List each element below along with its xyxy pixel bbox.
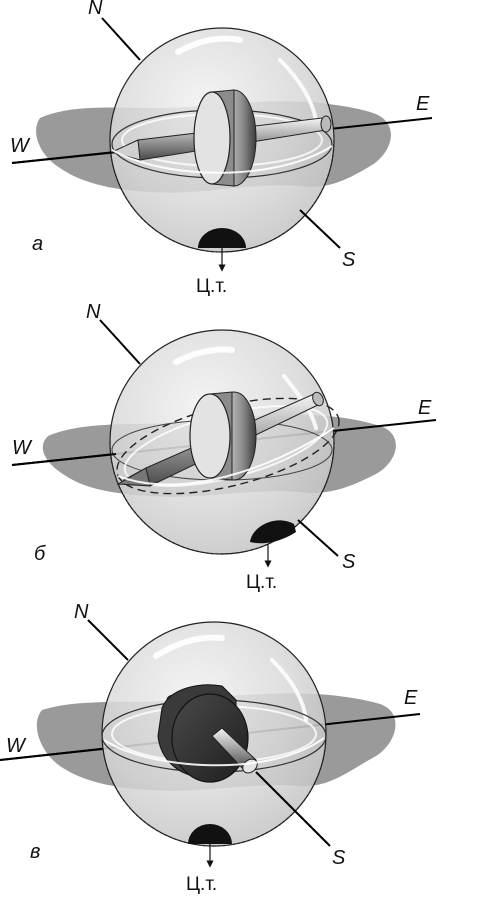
south-line [299, 209, 341, 249]
cg-label: Ц.т. [246, 572, 277, 593]
center-of-gravity-weight [250, 520, 296, 544]
ring-front [103, 737, 325, 767]
panel-letter-v: в [30, 841, 40, 863]
east-label: E [416, 93, 430, 115]
sphere-lower-dotted [109, 441, 335, 555]
gyrocompass-panel-v: N E W S в Ц.т. [0, 600, 500, 900]
north-line [101, 17, 141, 61]
north-label: N [74, 601, 89, 623]
west-east-line-front [11, 151, 119, 164]
rotor-axle [211, 727, 257, 771]
sphere-highlight [175, 35, 243, 55]
west-label: W [12, 437, 33, 459]
sphere-highlight [173, 346, 235, 365]
panel-a-diagram: N E W S а Ц.т. [10, 0, 433, 297]
sphere-lower-dotted [101, 733, 327, 847]
sphere-highlight-2 [278, 58, 318, 122]
north-label: N [88, 0, 103, 19]
rotor-front [171, 693, 249, 783]
rotor-front [189, 393, 231, 479]
south-label: S [342, 551, 356, 573]
cg-label: Ц.т. [196, 276, 227, 297]
sphere-highlight [153, 634, 225, 659]
rotor-front [193, 91, 231, 185]
panel-letter-a: а [32, 233, 43, 255]
south-label: S [332, 847, 346, 869]
gyrocompass-panel-a: N E W S а Ц.т. [0, 0, 500, 300]
axle-cap-east [320, 115, 332, 133]
west-east-line-front [0, 748, 103, 761]
ring-front [117, 427, 335, 486]
south-label: S [342, 249, 356, 271]
south-line [297, 519, 339, 557]
west-east-line-front [11, 453, 117, 466]
gyrocompass-panel-b: N E W S б Ц.т. [0, 300, 500, 600]
south-line [255, 771, 331, 847]
axle-tip-west [116, 467, 151, 487]
ring-front [111, 145, 333, 174]
north-line [87, 619, 129, 661]
north-label: N [86, 301, 101, 323]
north-line [99, 319, 141, 365]
axle-cap-east [312, 391, 324, 407]
west-label: W [10, 135, 31, 157]
panel-b-diagram: N E W S б Ц.т. [11, 301, 437, 593]
west-label: W [6, 735, 27, 757]
cg-label: Ц.т. [186, 874, 217, 895]
center-of-gravity-weight [198, 228, 246, 248]
east-label: E [404, 687, 418, 709]
east-label: E [418, 397, 432, 419]
center-of-gravity-weight [188, 824, 232, 844]
panel-v-diagram: N E W S в Ц.т. [0, 601, 421, 895]
panel-letter-b: б [34, 543, 46, 565]
